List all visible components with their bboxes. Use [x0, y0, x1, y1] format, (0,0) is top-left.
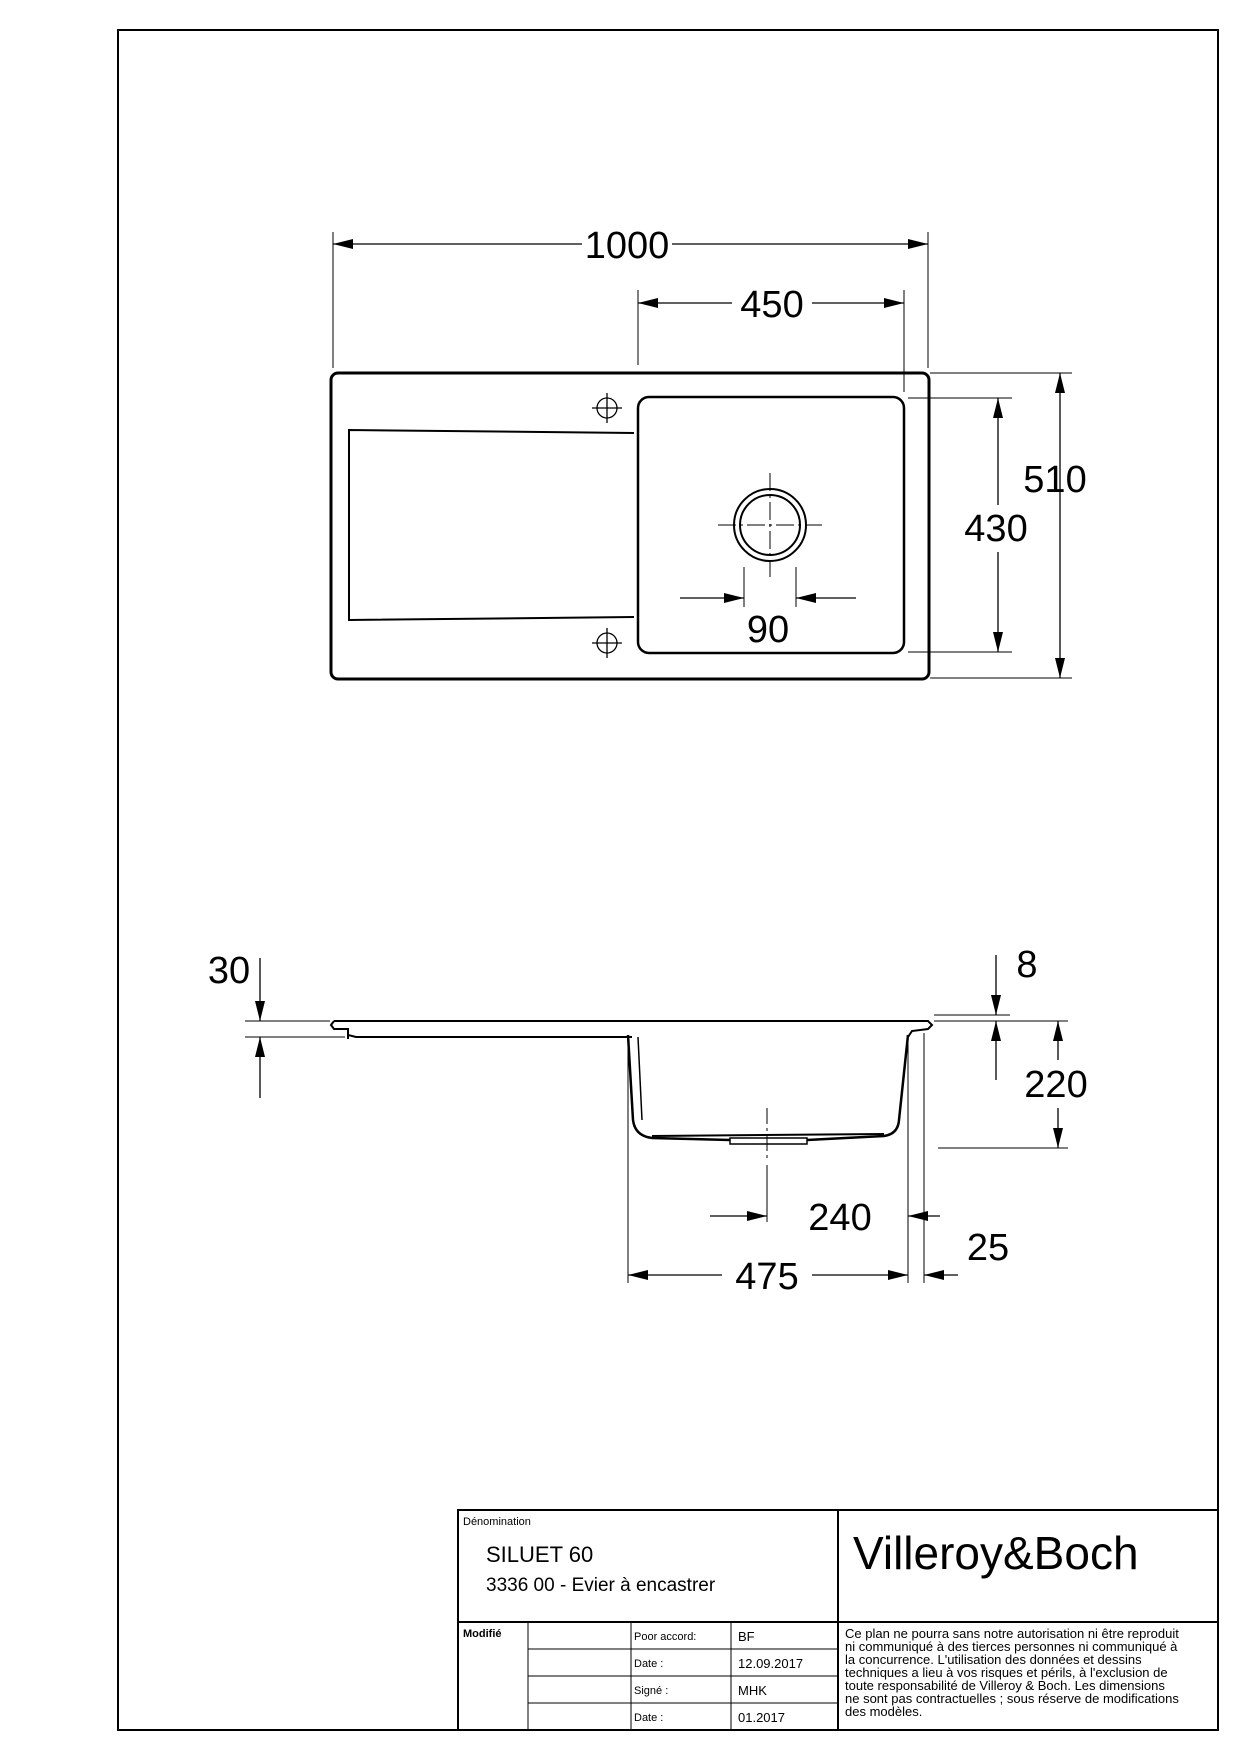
disclaimer-line: toute responsabilité de Villeroy & Boch.…	[845, 1678, 1165, 1693]
dim-rim-edge: 8	[1016, 944, 1037, 986]
row-label: Date :	[634, 1712, 663, 1724]
taphole-marker-icon	[592, 628, 622, 658]
dim-overall-width: 1000	[585, 225, 670, 267]
product-description: 3336 00 - Evier à encastrer	[486, 1575, 716, 1596]
dim-drain-diameter: 90	[747, 609, 789, 651]
dim-rear-offset: 25	[967, 1227, 1009, 1269]
dim-overall-depth: 510	[1023, 459, 1086, 501]
dim-bowl-outer-width: 475	[735, 1256, 798, 1298]
dim-bowl-height: 220	[1024, 1064, 1087, 1106]
denomination-label: Dénomination	[463, 1516, 531, 1528]
bowl-outline	[636, 395, 906, 655]
extension-lines	[332, 232, 1072, 679]
row-value: BF	[738, 1629, 755, 1644]
disclaimer-line: Ce plan ne pourra sans notre autorisatio…	[845, 1626, 1179, 1641]
disclaimer-line: techniques a lieu à vos risques et péril…	[845, 1665, 1168, 1680]
title-block	[457, 1509, 1219, 1731]
product-name: SILUET 60	[486, 1542, 593, 1567]
side-view-dimension-labels: 30 8 220 240 475 25	[208, 944, 1088, 1298]
bowl-profile-inner	[637, 1036, 643, 1121]
dim-bowl-depth: 430	[964, 508, 1027, 550]
side-dimension-lines	[255, 955, 1063, 1280]
side-view	[245, 955, 1068, 1283]
dim-rim-thickness: 30	[208, 950, 250, 992]
bowl-profile	[626, 1034, 910, 1142]
sheet-frame	[117, 29, 1219, 1731]
drain-outlet	[729, 1137, 808, 1145]
modified-label: Modifié	[463, 1628, 502, 1640]
row-value: 01.2017	[738, 1710, 785, 1725]
drainer-outline	[348, 428, 635, 622]
bowl-bottom	[651, 1133, 885, 1137]
disclaimer-line: la concurrence. L'utilisation des donnée…	[845, 1652, 1142, 1667]
brand-logo: Villeroy&Boch	[853, 1527, 1139, 1579]
row-label: Poor accord:	[634, 1631, 696, 1643]
dimension-lines	[333, 239, 1065, 678]
row-value: 12.09.2017	[738, 1656, 803, 1671]
disclaimer-line: des modèles.	[845, 1704, 922, 1719]
side-extension-lines	[245, 1014, 1068, 1283]
dim-bowl-width: 450	[740, 284, 803, 326]
row-value: MHK	[738, 1683, 767, 1698]
top-view-dimension-labels: 1000 450 510 430 90	[585, 225, 1087, 651]
disclaimer-line: ni communiqué à des tierces personnes ni…	[845, 1639, 1178, 1654]
dim-drain-offset: 240	[808, 1197, 871, 1239]
top-view	[329, 232, 1072, 681]
row-label: Signé :	[634, 1685, 668, 1697]
sink-outline	[329, 371, 931, 681]
title-block-text: Dénomination SILUET 60 3336 00 - Evier à…	[463, 1516, 1179, 1725]
rim-profile	[329, 1020, 934, 1039]
taphole-marker-icon	[592, 393, 622, 423]
row-label: Date :	[634, 1658, 663, 1670]
disclaimer-line: ne sont pas contractuelles ; sous réserv…	[845, 1691, 1179, 1706]
